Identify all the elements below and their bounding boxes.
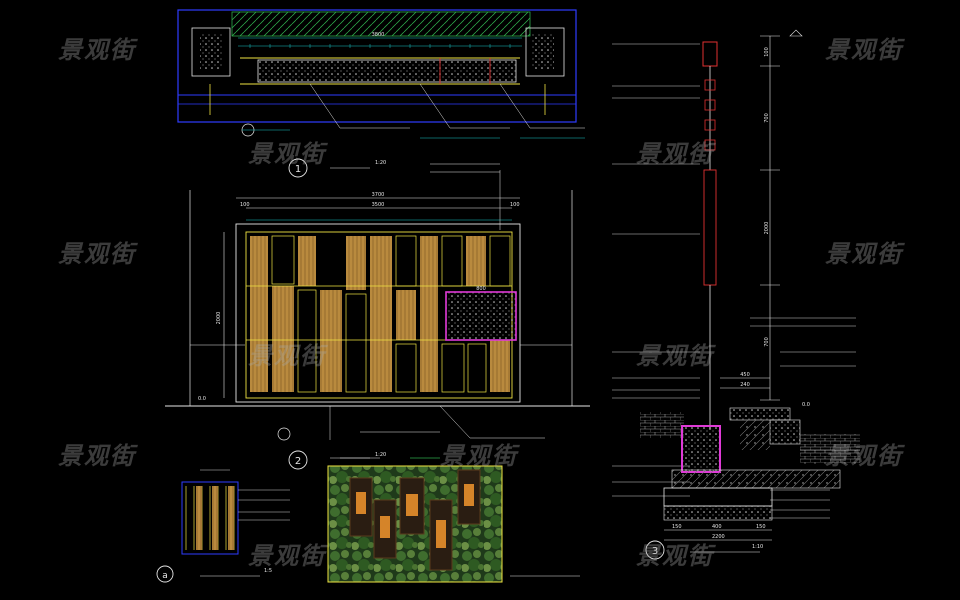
sec-h1: 100 (764, 47, 770, 57)
plan-total-dim: 3800 (372, 32, 385, 38)
sec-w1: 450 (740, 372, 750, 378)
section-view: 100 700 2000 700 450 240 0.0 150 400 150… (612, 29, 860, 560)
planter-box (445, 291, 517, 341)
detail-a-view: a 1:5 (156, 469, 290, 583)
elev-side-left: 100 (240, 202, 250, 208)
reference-photo (327, 457, 580, 583)
elev-side-right: 100 (510, 202, 520, 208)
base-w3: 150 (756, 524, 766, 530)
watermark-6: 景观街 (825, 240, 903, 268)
elevation-view: 800 3700 3500 100 100 2000 0.0 2 1:20 (165, 163, 590, 470)
plan-view: 3800 1 1:20 (177, 9, 585, 178)
scale-detail: 1:5 (264, 568, 272, 574)
sec-h4: 700 (764, 337, 770, 347)
scale-elevation: 1:20 (375, 452, 386, 458)
sec-h3: 2000 (764, 222, 770, 235)
section-planter (681, 425, 721, 473)
sec-h2: 700 (764, 113, 770, 123)
watermark-11: 景观街 (825, 442, 903, 470)
watermark-5: 景观街 (58, 240, 136, 268)
scale-section: 1:10 (752, 544, 763, 550)
sec-w2: 240 (740, 382, 750, 388)
sec-level: 0.0 (802, 402, 810, 408)
base-total: 2200 (712, 534, 725, 540)
watermark-12: 景观街 (248, 542, 326, 570)
section-number-3: 3 (652, 546, 658, 557)
section-number-2: 2 (295, 456, 301, 467)
watermark-4: 景观街 (636, 140, 714, 168)
elev-inner-dim: 3500 (372, 202, 385, 208)
watermark-10: 景观街 (440, 442, 518, 470)
planter-width-dim: 800 (476, 286, 486, 292)
watermark-2: 景观街 (825, 36, 903, 64)
section-number-1: 1 (295, 164, 301, 175)
watermark-13: 景观街 (636, 542, 714, 570)
watermark-7: 景观街 (248, 342, 326, 370)
section-number-a: a (162, 571, 168, 581)
elev-outer-dim: 3700 (372, 192, 385, 198)
elev-height-dim: 2000 (216, 312, 222, 325)
base-w2: 400 (712, 524, 722, 530)
watermark-3: 景观街 (248, 140, 326, 168)
base-w1: 150 (672, 524, 682, 530)
watermark-1: 景观街 (58, 36, 136, 64)
elev-level: 0.0 (198, 396, 206, 402)
watermark-8: 景观街 (636, 342, 714, 370)
watermark-9: 景观街 (58, 442, 136, 470)
scale-plan: 1:20 (375, 160, 386, 166)
wood-slats (250, 236, 510, 392)
